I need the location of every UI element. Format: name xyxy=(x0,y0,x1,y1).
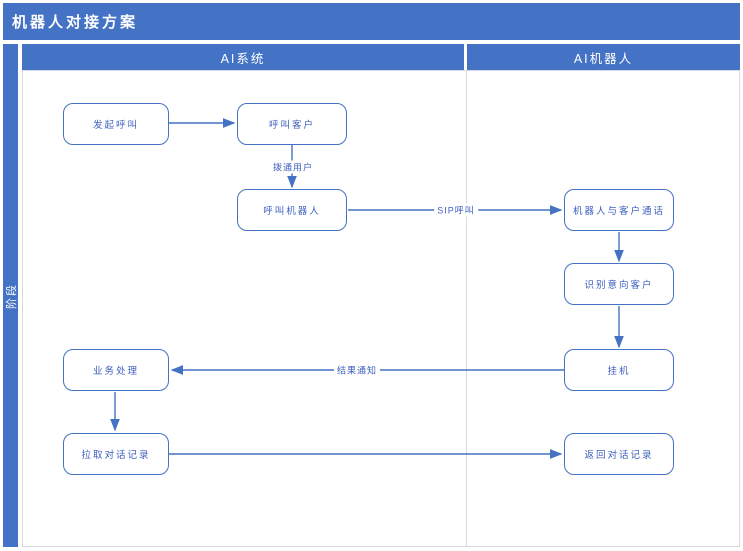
node-start-call: 发起呼叫 xyxy=(63,103,169,145)
node-identify-intent: 识别意向客户 xyxy=(564,263,674,305)
edge-label-sip-call: SIP呼叫 xyxy=(434,203,478,217)
diagram-title: 机器人对接方案 xyxy=(12,14,139,31)
phase-band: 阶段 xyxy=(3,44,18,547)
node-robot-customer-talk: 机器人与客户通话 xyxy=(564,189,674,231)
node-pull-records: 拉取对话记录 xyxy=(63,433,169,475)
node-call-customer: 呼叫客户 xyxy=(237,103,347,145)
lane-header-label: AI机器人 xyxy=(573,51,634,66)
lane-divider xyxy=(466,71,467,546)
node-hang-up: 挂机 xyxy=(564,349,674,391)
node-business-process: 业务处理 xyxy=(63,349,169,391)
edge-label-result-notify: 结果通知 xyxy=(333,363,381,377)
edge-label-dial-through: 拨通用户 xyxy=(269,160,317,174)
node-return-records: 返回对话记录 xyxy=(564,433,674,475)
lane-header-ai-robot: AI机器人 xyxy=(467,44,740,70)
diagram-title-bar: 机器人对接方案 xyxy=(3,3,740,40)
node-call-robot: 呼叫机器人 xyxy=(237,189,347,231)
lane-header-label: AI系统 xyxy=(220,51,266,66)
lane-header-ai-system: AI系统 xyxy=(22,44,464,70)
